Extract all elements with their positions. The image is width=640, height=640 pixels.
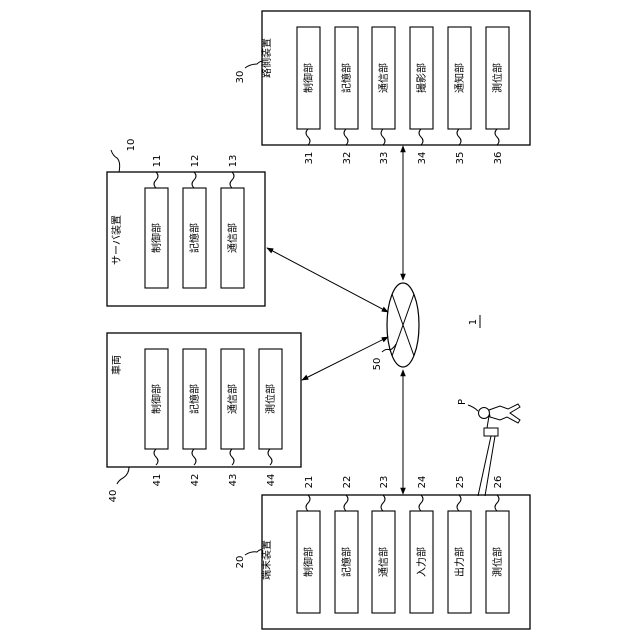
roadside-unit-31-number: 31	[304, 152, 315, 165]
terminal-unit-24-number: 24	[417, 476, 428, 489]
server-device-number: 10	[126, 139, 137, 152]
system-label: 1	[468, 319, 479, 325]
terminal-unit-22-label: 記憶部	[340, 547, 353, 577]
roadside-unit-31-label: 制御部	[302, 63, 315, 93]
terminal-unit-21-label: 制御部	[302, 547, 315, 577]
vehicle-unit-44-label: 測位部	[264, 384, 277, 414]
vehicle-unit-41-number: 41	[152, 474, 163, 487]
person-label: P	[457, 399, 468, 405]
terminal-unit-23-number: 23	[379, 476, 390, 489]
terminal-unit-25-number: 25	[455, 476, 466, 489]
roadside-unit-36-number: 36	[493, 152, 504, 165]
vehicle-unit-41-label: 制御部	[150, 384, 163, 414]
person-figure: P	[457, 399, 520, 496]
roadside-device: 路側装置 30 制御部 記憶部 通信部 撮影部 通知部 測位部 31 32 33…	[235, 11, 530, 164]
vehicle-unit-43-label: 通信部	[226, 384, 239, 414]
roadside-unit-34-number: 34	[417, 152, 428, 165]
roadside-device-number: 30	[235, 71, 246, 84]
vehicle-unit-42-number: 42	[190, 474, 201, 487]
roadside-unit-35-number: 35	[455, 152, 466, 165]
vehicle-device: 車両 40 制御部 記憶部 通信部 測位部 41 42 43 44	[107, 333, 301, 502]
terminal-unit-22-number: 22	[342, 476, 353, 489]
network-number: 50	[372, 358, 383, 371]
terminal-unit-25-label: 出力部	[453, 547, 466, 577]
server-network-link	[267, 248, 388, 312]
server-unit-13-number: 13	[228, 155, 239, 168]
roadside-unit-32-number: 32	[342, 152, 353, 165]
vehicle-device-title: 車両	[110, 355, 123, 375]
terminal-device-title: 端末装置	[260, 540, 273, 580]
roadside-unit-34-label: 撮影部	[415, 63, 428, 93]
server-device-title: サーバ装置	[110, 215, 123, 265]
server-unit-12-number: 12	[190, 155, 201, 168]
server-unit-13-label: 通信部	[226, 223, 239, 253]
roadside-unit-33-label: 通信部	[377, 63, 390, 93]
roadside-unit-36-label: 測位部	[491, 63, 504, 93]
server-unit-12-label: 記憶部	[188, 223, 201, 253]
vehicle-unit-44-number: 44	[266, 474, 277, 487]
person-terminal-line	[478, 436, 491, 496]
vehicle-unit-42-label: 記憶部	[188, 384, 201, 414]
terminal-unit-26-number: 26	[493, 476, 504, 489]
terminal-device: 端末装置 20 制御部 記憶部 通信部 入力部 出力部 測位部 21 22 23…	[235, 476, 530, 629]
server-unit-11-number: 11	[152, 155, 163, 168]
terminal-unit-26-label: 測位部	[491, 547, 504, 577]
server-device: サーバ装置 10 制御部 記憶部 通信部 11 12 13	[107, 139, 265, 306]
terminal-unit-23-label: 通信部	[377, 547, 390, 577]
roadside-unit-35-label: 通知部	[453, 63, 466, 93]
terminal-device-number: 20	[235, 556, 246, 569]
roadside-unit-32-label: 記憶部	[340, 63, 353, 93]
roadside-device-title: 路側装置	[260, 38, 273, 78]
terminal-unit-21-number: 21	[304, 476, 315, 489]
person-head	[479, 408, 490, 419]
network: 50	[372, 283, 419, 370]
person-body	[489, 404, 520, 423]
handheld-terminal-icon	[484, 428, 498, 436]
vehicle-unit-43-number: 43	[228, 474, 239, 487]
roadside-unit-33-number: 33	[379, 152, 390, 165]
vehicle-device-number: 40	[108, 490, 119, 503]
server-unit-11-label: 制御部	[150, 223, 163, 253]
terminal-unit-24-label: 入力部	[415, 547, 428, 577]
